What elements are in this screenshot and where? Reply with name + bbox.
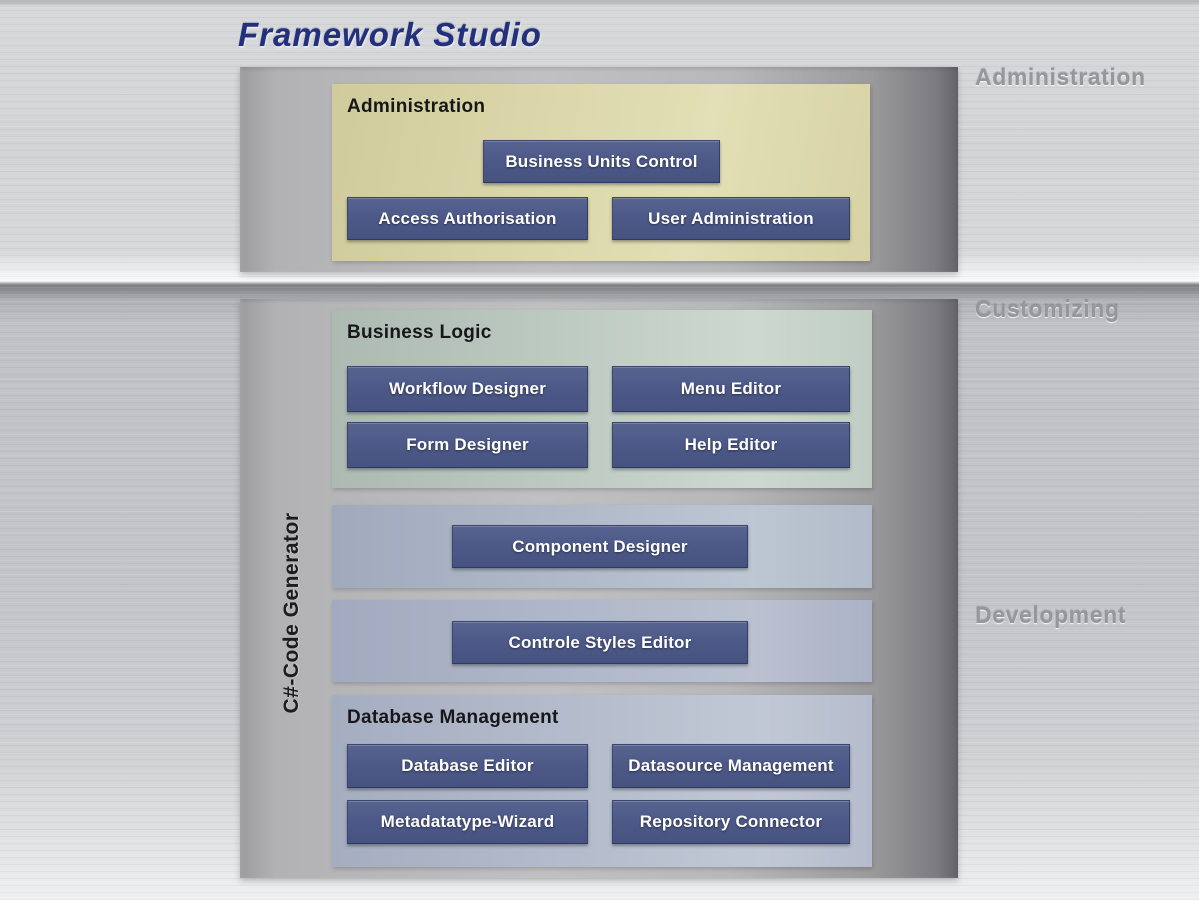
administration-panel: Administration Business Units Control Ac… [240,67,958,272]
business-logic-box-header: Business Logic [347,322,492,343]
side-label-development: Development [975,602,1127,628]
administration-box-header: Administration [347,96,486,117]
database-management-box-header: Database Management [347,707,559,728]
node-access-authorisation: Access Authorisation [347,197,588,240]
component-designer-band: Component Designer [332,505,872,588]
node-component-designer: Component Designer [452,525,748,568]
node-controle-styles-editor: Controle Styles Editor [452,621,748,664]
node-help-editor: Help Editor [612,422,850,468]
node-user-administration: User Administration [612,197,850,240]
node-business-units-control: Business Units Control [483,140,720,183]
page-title: Framework Studio [238,16,542,53]
node-metadatatype-wizard: Metadatatype-Wizard [347,800,588,844]
node-workflow-designer: Workflow Designer [347,366,588,412]
node-menu-editor: Menu Editor [612,366,850,412]
development-panel: Business Logic Workflow Designer Menu Ed… [240,299,958,878]
node-database-editor: Database Editor [347,744,588,788]
database-management-box: Database Management Database Editor Data… [332,695,872,867]
controle-styles-band: Controle Styles Editor [332,600,872,682]
side-label-administration: Administration [975,64,1146,90]
node-repository-connector: Repository Connector [612,800,850,844]
side-label-customizing: Customizing [975,296,1120,322]
node-datasource-management: Datasource Management [612,744,850,788]
node-form-designer: Form Designer [347,422,588,468]
code-generator-vertical-label: C#-Code Generator [280,512,303,714]
business-logic-box: Business Logic Workflow Designer Menu Ed… [332,310,872,488]
administration-box: Administration Business Units Control Ac… [332,84,870,261]
